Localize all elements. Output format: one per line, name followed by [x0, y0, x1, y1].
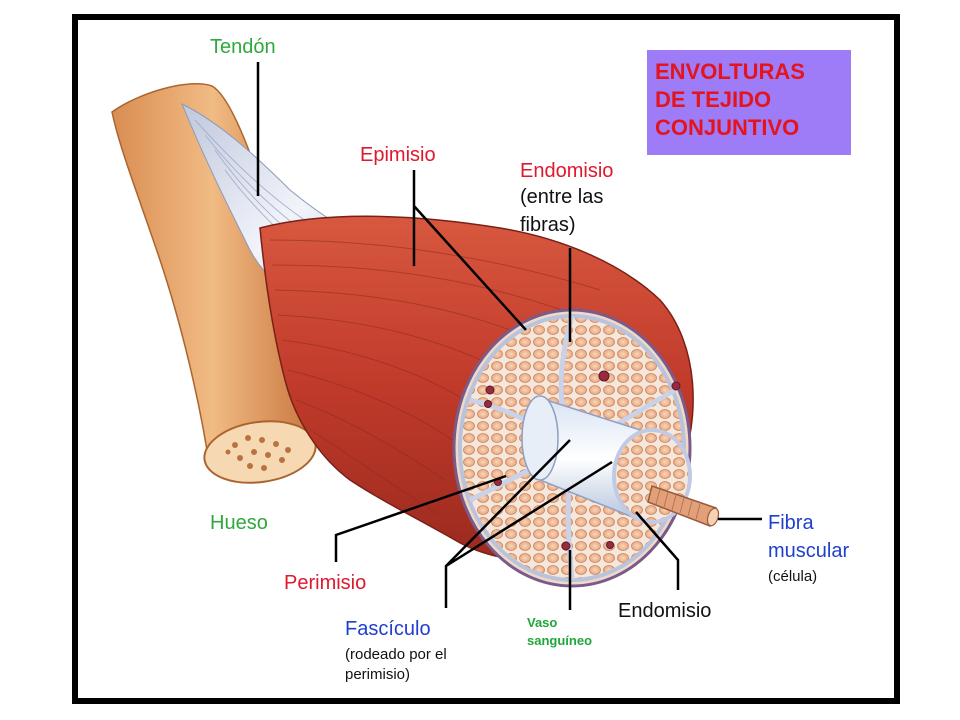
label-fasciculo: Fascículo [345, 618, 431, 640]
label-vaso-line1: Vaso [527, 615, 558, 630]
label-fasciculo-sub2: perimisio) [345, 666, 411, 683]
label-fibra-sub: (célula) [768, 568, 818, 585]
leader-endomisio-bottom [635, 511, 680, 590]
label-fibra-line2: muscular [768, 540, 850, 562]
label-endomisio-top-sub1: (entre las [520, 186, 604, 208]
label-endomisio-top-sub2: fibras) [520, 214, 576, 236]
leader-epimisio [412, 170, 527, 331]
label-tendon: Tendón [210, 36, 276, 58]
cross-section [452, 308, 720, 588]
title-line-2: DE TEJIDO [655, 87, 772, 112]
label-fibra-line1: Fibra [768, 512, 814, 534]
label-endomisio-bottom: Endomisio [618, 600, 712, 622]
title-line-1: ENVOLTURAS [655, 59, 805, 84]
leader-lines [256, 62, 762, 610]
leader-fasciculo [444, 439, 613, 608]
bone [111, 82, 317, 484]
label-perimisio: Perimisio [284, 572, 367, 594]
title-box: ENVOLTURAS DE TEJIDO CONJUNTIVO [647, 50, 851, 155]
label-vaso-line2: sanguíneo [527, 633, 593, 648]
label-endomisio-top: Endomisio [520, 160, 614, 182]
label-hueso: Hueso [210, 512, 268, 534]
label-fasciculo-sub1: (rodeado por el [345, 646, 447, 663]
label-epimisio: Epimisio [360, 144, 436, 166]
title-line-3: CONJUNTIVO [655, 115, 800, 140]
leader-perimisio [334, 474, 507, 562]
